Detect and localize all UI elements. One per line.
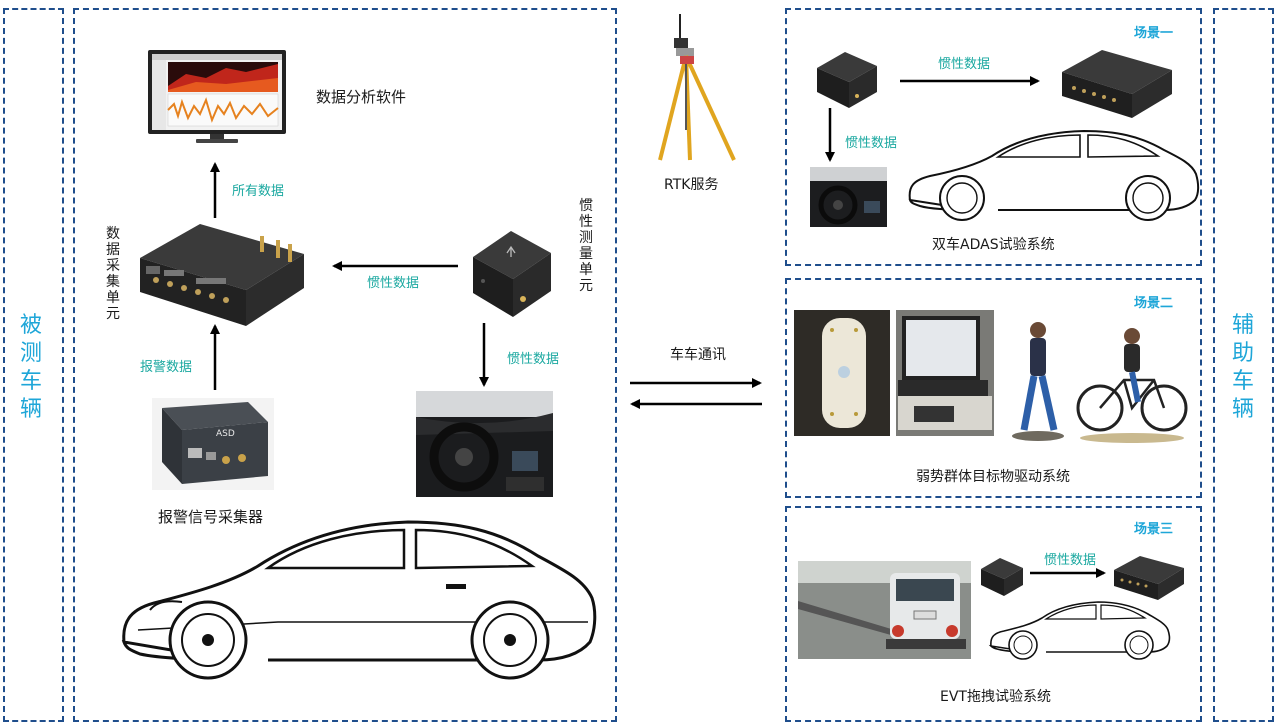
collector-device-text: ASD [216,429,235,439]
scene1-inertial-data-horizontal: 惯性数据 [938,57,991,72]
imu-label: 惯性测量单元 [579,198,593,294]
inertial-data-label-horizontal: 惯性数据 [367,276,420,291]
scene3-car [988,601,1171,660]
inertial-measurement-unit [473,231,551,317]
scene1-inertial-data-vertical: 惯性数据 [845,136,898,151]
all-data-label: 所有数据 [232,184,285,199]
scene2-cyclist-dummy [1076,328,1188,443]
data-acquisition-unit [140,224,304,326]
scene1-imu [817,52,877,108]
tested-vehicle-side-label: 被测车辆 [19,313,42,422]
tested-vehicle-car [121,520,597,680]
scene2-laptop-photo [896,310,994,436]
analysis-software-monitor [148,50,286,143]
vehicle-interior-photo [416,391,553,497]
scene2-target-pad-photo [794,310,890,436]
rtk-service-label: RTK服务 [664,177,719,193]
scene3-inertial-data-label: 惯性数据 [1044,553,1097,568]
alarm-collector-label: 报警信号采集器 [158,508,264,526]
scene2-panel [785,278,1202,498]
scene1-car [908,129,1200,221]
scene3-tag: 场景三 [1134,522,1174,537]
scene1-daq-unit [1062,50,1172,118]
tested-vehicle-panel [73,8,617,722]
scene2-caption: 弱势群体目标物驱动系统 [916,469,1070,485]
scene2-tag: 场景二 [1134,296,1174,311]
v2v-communication-label: 车车通讯 [670,347,726,363]
alarm-signal-collector: ASD [152,398,274,490]
scene1-caption: 双车ADAS试验系统 [932,237,1055,253]
inertial-data-label-vertical: 惯性数据 [507,352,560,367]
scene1-tag: 场景一 [1134,26,1174,41]
rtk-tripod [658,14,736,161]
scene3-daq-unit [1114,556,1184,600]
analysis-software-label: 数据分析软件 [316,88,407,106]
scene1-interior-photo [810,167,887,227]
alarm-data-label: 报警数据 [140,360,193,375]
scene3-evt-photo [798,561,971,659]
right-side-panel [1213,8,1274,722]
daq-unit-label: 数据采集单元 [106,226,120,322]
scene3-imu [981,558,1023,596]
scene2-pedestrian-dummy [1012,322,1064,441]
scene1-panel [785,8,1202,266]
auxiliary-vehicle-side-label: 辅助车辆 [1231,313,1254,422]
left-side-panel [3,8,64,722]
scene3-panel [785,506,1202,722]
scene3-caption: EVT拖拽试验系统 [940,689,1051,705]
